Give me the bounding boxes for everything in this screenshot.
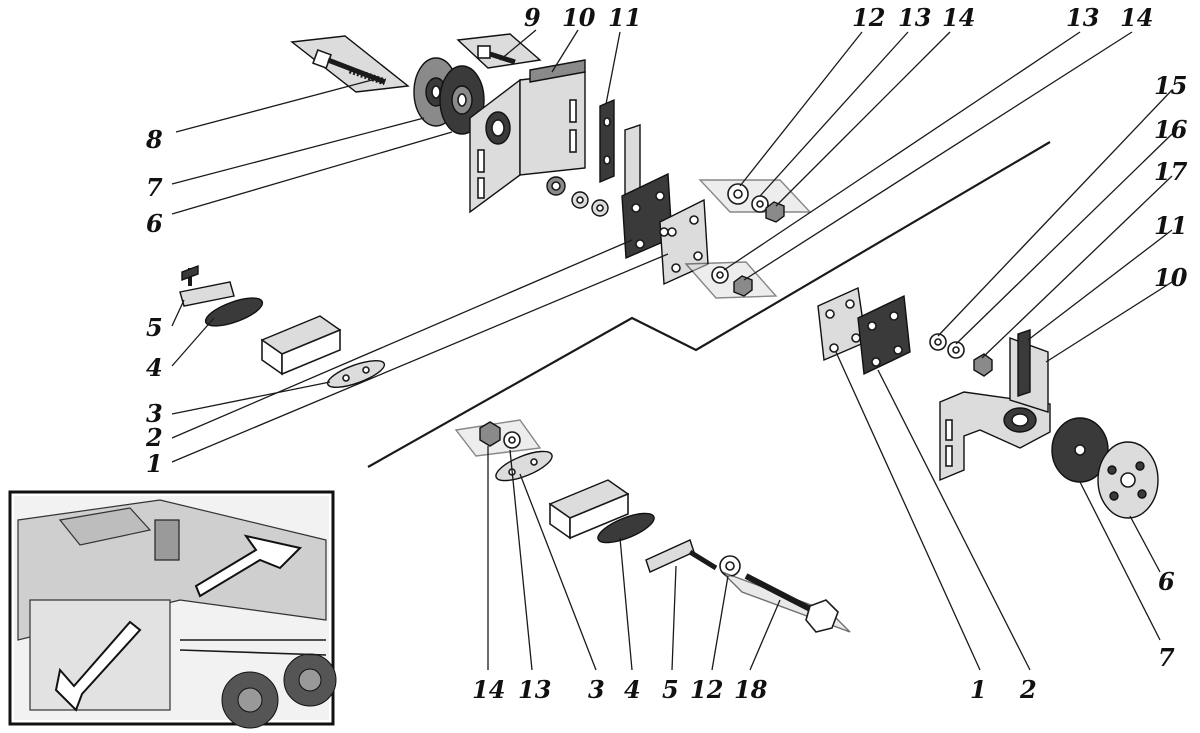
- label-3-bottom: 3: [588, 675, 605, 704]
- nut-washers-upper-mid: [546, 176, 609, 217]
- pad-1-right: [817, 286, 867, 362]
- label-5-left: 5: [146, 313, 163, 342]
- location-inset: [8, 490, 337, 729]
- label-7-right: 7: [1158, 643, 1175, 672]
- pad-2-right: [857, 294, 911, 376]
- rubber-block-lower: [548, 479, 630, 540]
- washers-15-16-17: [929, 333, 993, 377]
- label-10-right: 10: [1154, 263, 1188, 292]
- label-2-left: 2: [145, 423, 163, 452]
- label-17: 17: [1154, 157, 1188, 186]
- washers-12-13-14-upper: [698, 179, 812, 223]
- label-2-bottom: 2: [1019, 675, 1037, 704]
- label-7-upper: 7: [146, 173, 163, 202]
- rubber-pad-4-lower: [597, 512, 655, 544]
- bracket-10-upper: [469, 59, 586, 214]
- label-1-bottom: 1: [970, 675, 987, 704]
- label-18: 18: [734, 675, 768, 704]
- label-15: 15: [1154, 71, 1187, 100]
- rubber-pad-4-left: [204, 297, 264, 327]
- label-14-upper: 14: [942, 3, 975, 32]
- nut-washer-14-13-lower: [454, 419, 542, 457]
- bracket-10-right: [939, 336, 1051, 482]
- label-13-bottom: 13: [518, 675, 551, 704]
- label-10-upper: 10: [562, 3, 596, 32]
- label-6-right: 6: [1158, 567, 1175, 596]
- divider-line: [367, 141, 1051, 468]
- stud-plate-5-lower: [645, 539, 718, 573]
- label-3-left: 3: [146, 399, 163, 428]
- damper-disc-6-right: [1097, 441, 1159, 519]
- plate-3-left: [326, 360, 386, 388]
- rubber-block-left: [260, 315, 342, 376]
- label-12-bottom: 12: [690, 675, 723, 704]
- label-16: 16: [1154, 115, 1188, 144]
- stud-plate-5-left: [179, 264, 235, 307]
- label-5-bottom: 5: [662, 675, 679, 704]
- label-11-upper: 11: [608, 3, 641, 32]
- label-4-left: 4: [146, 353, 163, 382]
- pads-1-2-upper: [621, 124, 709, 286]
- upper-bolt-8: [290, 35, 410, 93]
- label-11-right: 11: [1154, 211, 1187, 240]
- label-14-bottom: 14: [472, 675, 505, 704]
- rubber-strip-11-right: [1017, 329, 1031, 397]
- label-9: 9: [524, 3, 541, 32]
- rubber-strip-11-upper: [599, 98, 615, 184]
- label-12-upper: 12: [852, 3, 885, 32]
- label-1-left: 1: [146, 449, 163, 478]
- washers-13-14-lower: [684, 261, 778, 299]
- upper-bolt-9: [456, 33, 542, 69]
- label-14-upper-right: 14: [1120, 3, 1153, 32]
- label-6-upper: 6: [146, 209, 163, 238]
- leader-lines: [171, 29, 1173, 671]
- label-8: 8: [145, 125, 163, 154]
- label-13-upper: 13: [898, 3, 931, 32]
- label-4-bottom: 4: [624, 675, 641, 704]
- part-numbers: 8 7 6 9 10 11 12 13 14 13 14 15 16 17 11…: [145, 3, 1188, 704]
- label-13-upper-right: 13: [1066, 3, 1099, 32]
- bolt-18: [721, 571, 851, 633]
